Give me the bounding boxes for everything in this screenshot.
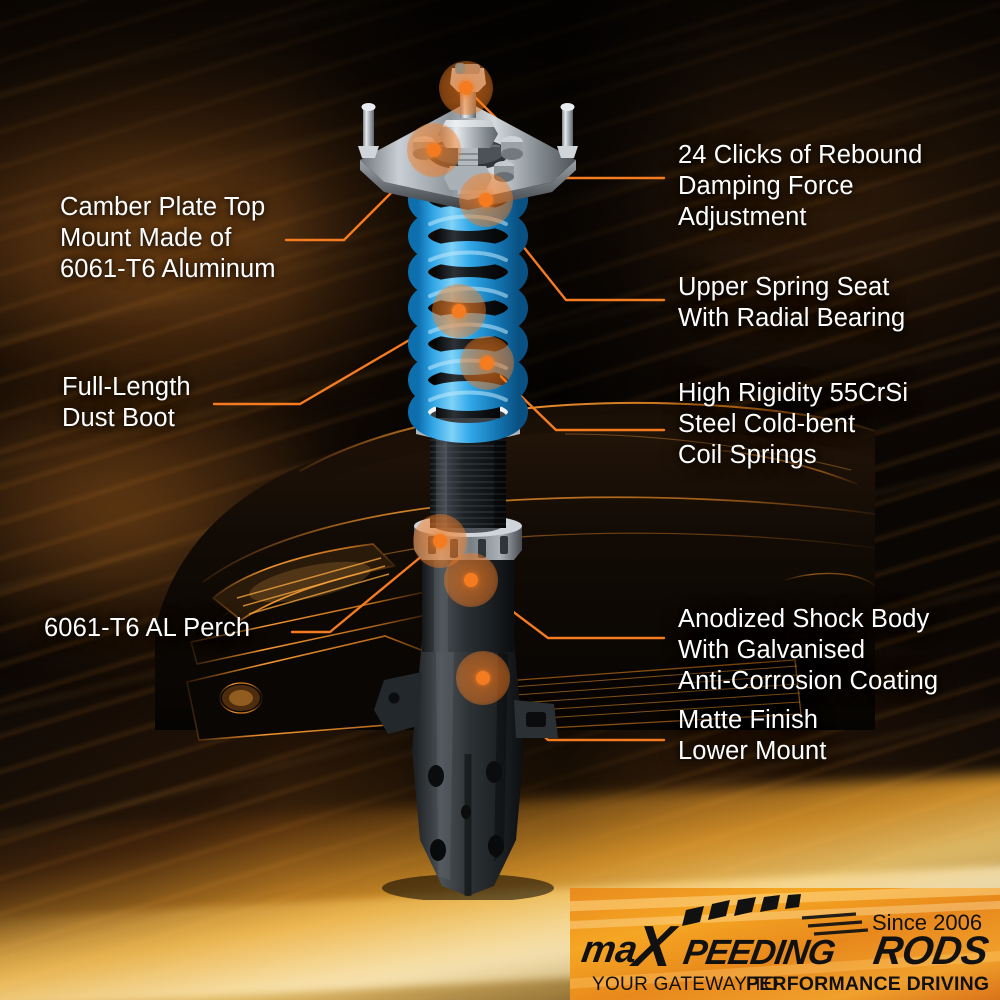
- coilover-product-image: [318, 50, 618, 900]
- callout-label-dust-boot: Full-Length Dust Boot: [62, 373, 191, 432]
- callout-label-lower-mount: Matte Finish Lower Mount: [678, 706, 827, 765]
- logo-tagline-light: YOUR GATEWAY TO: [592, 974, 779, 995]
- logo-ma-text: ma: [579, 928, 641, 971]
- callout-dot-lower-mount[interactable]: [456, 651, 510, 705]
- checker-flag-icon: [682, 894, 801, 926]
- callout-label-upper-spring-seat: Upper Spring Seat With Radial Bearing: [678, 273, 906, 332]
- callout-label-coil-springs: High Rigidity 55CrSi Steel Cold-bent Coi…: [678, 379, 909, 469]
- speed-lines-icon: [801, 912, 869, 936]
- callout-dot-shock-body[interactable]: [444, 553, 498, 607]
- lower-mount-fork: [374, 640, 558, 896]
- callout-dot-coil-springs[interactable]: [460, 336, 514, 390]
- callout-dot-upper-spring-seat[interactable]: [459, 173, 513, 227]
- logo-peeding-text: PEEDING: [681, 933, 838, 972]
- brand-logo: Since 2006 ma X PEEDING RODS YOUR GATEWA…: [570, 888, 1000, 1000]
- callout-dot-camber-plate[interactable]: [407, 123, 461, 177]
- callout-dot-rebound-damping[interactable]: [439, 61, 493, 115]
- callout-label-al-perch: 6061-T6 AL Perch: [44, 614, 251, 642]
- callout-label-shock-body: Anodized Shock Body With Galvanised Anti…: [678, 605, 939, 695]
- logo-rods-text: RODS: [871, 928, 992, 973]
- logo-tagline-bold: PERFORMANCE DRIVING: [746, 973, 989, 995]
- callout-dot-dust-boot[interactable]: [432, 284, 486, 338]
- callout-label-camber-plate: Camber Plate Top Mount Made of 6061-T6 A…: [60, 193, 276, 283]
- logo-since-text: Since 2006: [872, 910, 982, 935]
- callout-label-rebound-damping: 24 Clicks of Rebound Damping Force Adjus…: [678, 141, 923, 231]
